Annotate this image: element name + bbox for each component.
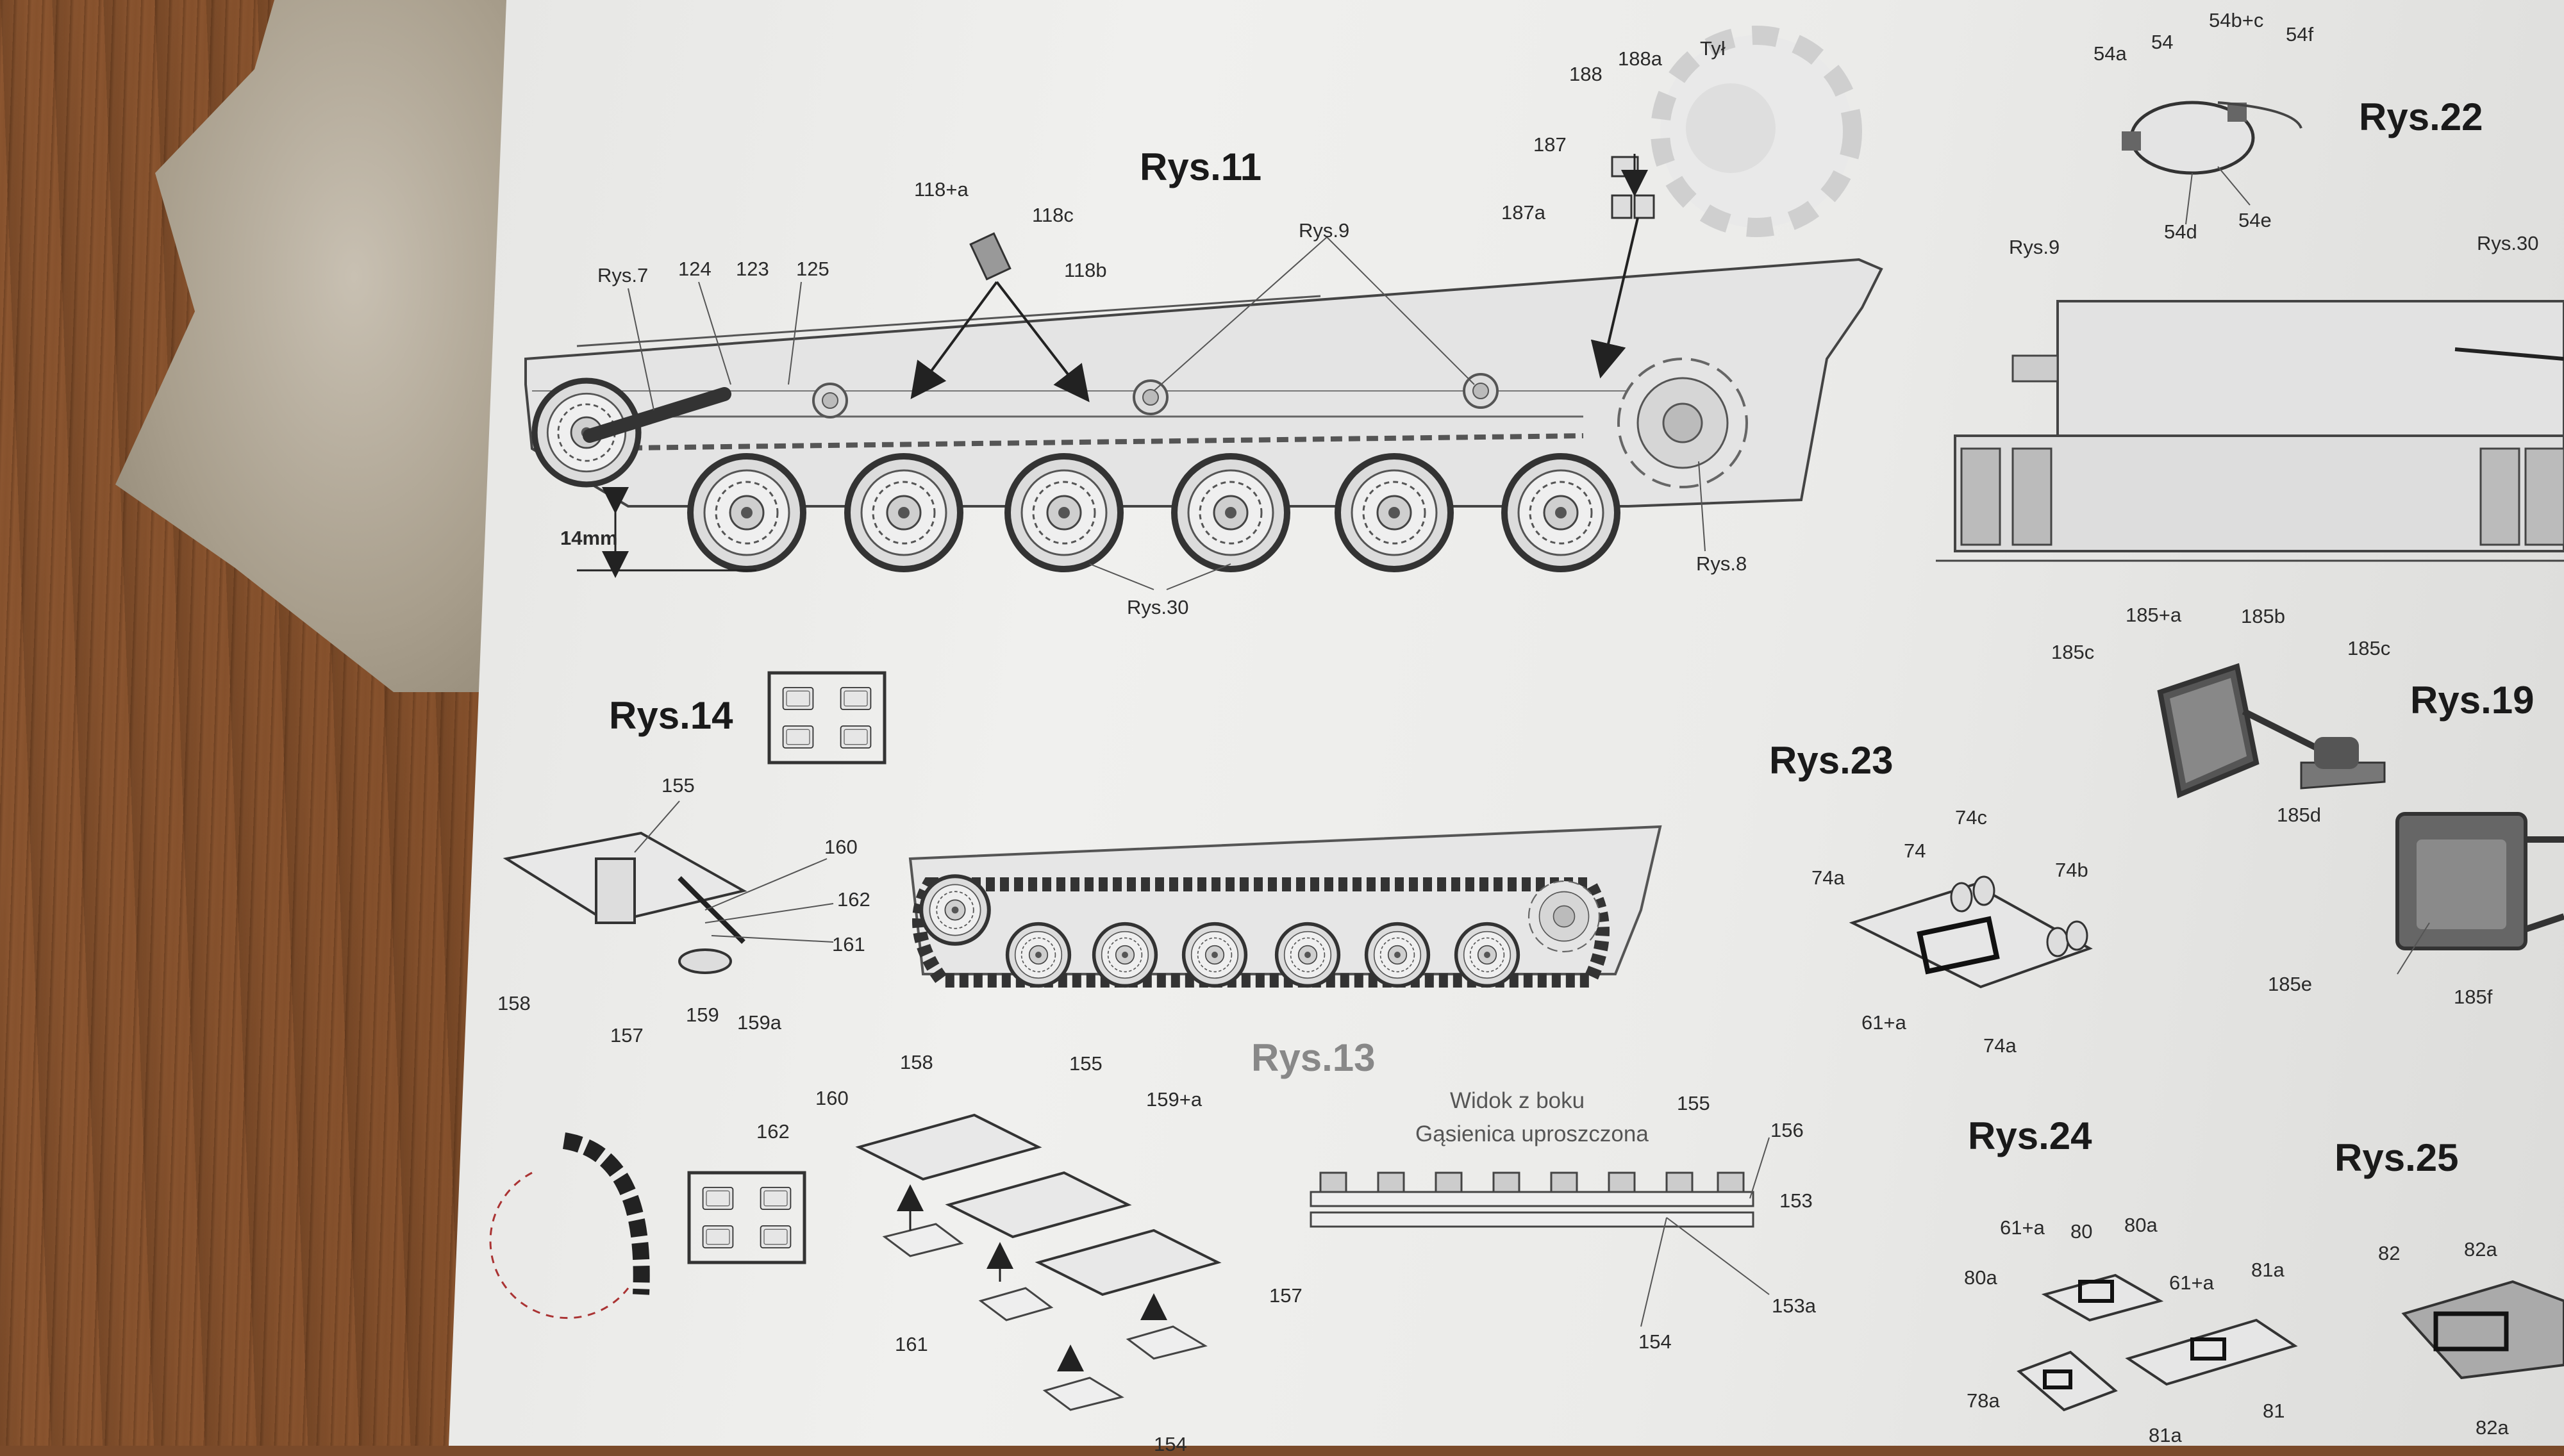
rys22-rear-view — [1936, 300, 2564, 562]
label-161-r13: 161 — [895, 1333, 928, 1355]
label-54: 54 — [2151, 31, 2174, 53]
label-158-r14: 158 — [497, 992, 531, 1014]
label-82a-bottom: 82a — [2476, 1416, 2509, 1439]
rys11-title: Rys.11 — [1140, 145, 1262, 188]
label-155-side: 155 — [1677, 1092, 1710, 1114]
label-80: 80 — [2070, 1220, 2093, 1243]
label-rys30: Rys.30 — [1127, 596, 1189, 618]
label-61a-r24-right: 61+a — [2169, 1271, 2214, 1294]
label-rys9-22: Rys.9 — [2009, 236, 2060, 258]
rys13-tank-drawing — [908, 825, 1662, 986]
label-54e: 54e — [2238, 209, 2272, 231]
label-54bc: 54b+c — [2209, 9, 2264, 31]
label-82: 82 — [2378, 1242, 2401, 1264]
label-187a: 187a — [1501, 201, 1545, 224]
label-54f: 54f — [2286, 23, 2314, 46]
rys22-drawing — [2122, 101, 2302, 225]
side-view-track-drawing — [1310, 1137, 1770, 1327]
label-14mm: 14mm — [560, 527, 618, 549]
label-161-r14: 161 — [832, 933, 865, 956]
rys25-drawing — [2401, 1280, 2564, 1380]
label-157-r14: 157 — [610, 1024, 644, 1046]
rys13-exploded-drawing — [489, 1113, 1222, 1411]
label-rys30-22: Rys.30 — [2477, 232, 2539, 254]
label-74a-top: 74a — [1811, 866, 1845, 889]
label-159a-r13: 159+a — [1146, 1088, 1203, 1111]
label-118a: 118+a — [914, 178, 969, 201]
label-81a-bottom: 81a — [2149, 1424, 2182, 1446]
rys23-drawing — [1849, 875, 2093, 989]
label-rys8: Rys.8 — [1696, 552, 1747, 575]
rys19-drawing — [2157, 663, 2564, 975]
label-187: 187 — [1533, 133, 1567, 156]
label-80a-left: 80a — [1964, 1266, 1997, 1289]
label-82a-top: 82a — [2464, 1238, 2497, 1261]
label-188a: 188a — [1618, 47, 1662, 70]
rys11-hull-drawing — [524, 26, 1883, 590]
rys23-title: Rys.23 — [1769, 739, 1894, 782]
rys22-title: Rys.22 — [2359, 95, 2483, 138]
label-74: 74 — [1904, 840, 1926, 862]
label-81: 81 — [2263, 1400, 2285, 1422]
label-74a-bottom: 74a — [1983, 1034, 2017, 1057]
label-185c-left: 185c — [2051, 641, 2095, 663]
label-162-r13: 162 — [756, 1120, 790, 1143]
label-185b: 185b — [2241, 605, 2285, 627]
rys14-title: Rys.14 — [609, 694, 733, 737]
label-185c-right: 185c — [2347, 637, 2391, 659]
label-61a-r24-left: 61+a — [2000, 1216, 2045, 1239]
label-188: 188 — [1569, 63, 1602, 85]
label-157-r13: 157 — [1269, 1284, 1303, 1307]
label-185d: 185d — [2277, 804, 2321, 826]
label-159-r14: 159 — [686, 1004, 719, 1026]
side-view-caption-2: Gąsienica uproszczona — [1415, 1121, 1649, 1146]
label-160-r13: 160 — [815, 1087, 849, 1109]
label-162-r14: 162 — [837, 888, 870, 911]
label-rys9: Rys.9 — [1299, 219, 1350, 242]
label-154-r13: 154 — [1154, 1433, 1187, 1455]
label-153a-side: 153a — [1772, 1295, 1816, 1317]
label-155-r13: 155 — [1069, 1052, 1103, 1075]
label-185e: 185e — [2268, 973, 2312, 995]
rys14-drawing — [503, 671, 887, 974]
label-153-side: 153 — [1779, 1189, 1813, 1212]
label-123: 123 — [736, 258, 769, 280]
label-tyl: Tył — [1700, 37, 1726, 60]
label-rys7: Rys.7 — [597, 264, 649, 286]
rys13-title: Rys.13 — [1251, 1036, 1376, 1079]
label-118b: 118b — [1064, 259, 1107, 281]
rys25-title: Rys.25 — [2335, 1136, 2459, 1179]
rys24-title: Rys.24 — [1968, 1114, 2092, 1157]
rys24-drawing — [2017, 1273, 2298, 1412]
label-78a: 78a — [1967, 1389, 2000, 1412]
label-74c: 74c — [1955, 806, 1987, 829]
label-61a-r23: 61+a — [1861, 1011, 1906, 1034]
label-125: 125 — [796, 258, 829, 280]
rys19-title: Rys.19 — [2410, 679, 2535, 722]
label-185a: 185+a — [2126, 604, 2182, 626]
label-154-side: 154 — [1638, 1330, 1672, 1353]
label-80a-top: 80a — [2124, 1214, 2158, 1236]
label-159a-r14: 159a — [737, 1011, 781, 1034]
label-124: 124 — [678, 258, 712, 280]
label-54d: 54d — [2164, 220, 2197, 243]
label-81a-top: 81a — [2251, 1259, 2285, 1281]
label-158-r13: 158 — [900, 1051, 933, 1073]
label-118c: 118c — [1032, 204, 1074, 226]
label-160-r14: 160 — [824, 836, 858, 858]
side-view-caption-1: Widok z boku — [1450, 1088, 1585, 1113]
label-54a: 54a — [2094, 42, 2127, 65]
label-156-side: 156 — [1770, 1119, 1804, 1141]
label-185f: 185f — [2454, 986, 2493, 1008]
label-155-r14: 155 — [662, 774, 695, 797]
label-74b: 74b — [2055, 859, 2088, 881]
